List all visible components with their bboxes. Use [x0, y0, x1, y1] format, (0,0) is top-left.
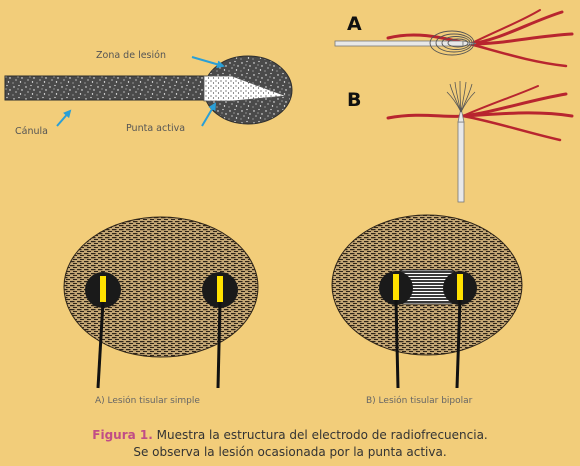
electrode-bipolar-right [443, 271, 477, 389]
label-sub-a: A) Lesión tisular simple [95, 395, 200, 406]
cannula-illustration [4, 55, 293, 125]
letter-a: A [347, 13, 362, 35]
active-tip [203, 75, 287, 102]
nerve-b [386, 85, 574, 142]
needle-b [457, 107, 465, 203]
electrode-simple-right [202, 272, 238, 389]
electrode-simple-left [85, 272, 121, 389]
caption-figure-label: Figura 1. [92, 428, 153, 442]
electrode-bipolar-left [379, 271, 413, 389]
cannula-shaft [4, 75, 221, 101]
lesion-fibers-b [446, 80, 476, 113]
label-zona: Zona de lesión [96, 50, 166, 61]
arrow-zona [191, 56, 225, 69]
figure-caption: Figura 1. Muestra la estructura del elec… [0, 427, 580, 461]
needle-a [334, 40, 477, 47]
caption-line-1-text: Muestra la estructura del electrodo de r… [156, 428, 488, 442]
label-canula: Cánula [15, 126, 48, 137]
pointer-arrows [56, 56, 225, 127]
tissue-simple [63, 216, 259, 358]
label-punta: Punta activa [126, 123, 185, 134]
nerve-a [386, 9, 574, 68]
lesion-loops-a [429, 30, 475, 56]
caption-line-1: Figura 1. Muestra la estructura del elec… [0, 427, 580, 444]
arrow-canula [56, 109, 72, 127]
letter-b: B [347, 89, 361, 111]
arrow-punta [201, 102, 217, 127]
caption-line-2: Se observa la lesión ocasionada por la p… [133, 445, 447, 459]
label-sub-b: B) Lesión tisular bipolar [366, 395, 473, 406]
